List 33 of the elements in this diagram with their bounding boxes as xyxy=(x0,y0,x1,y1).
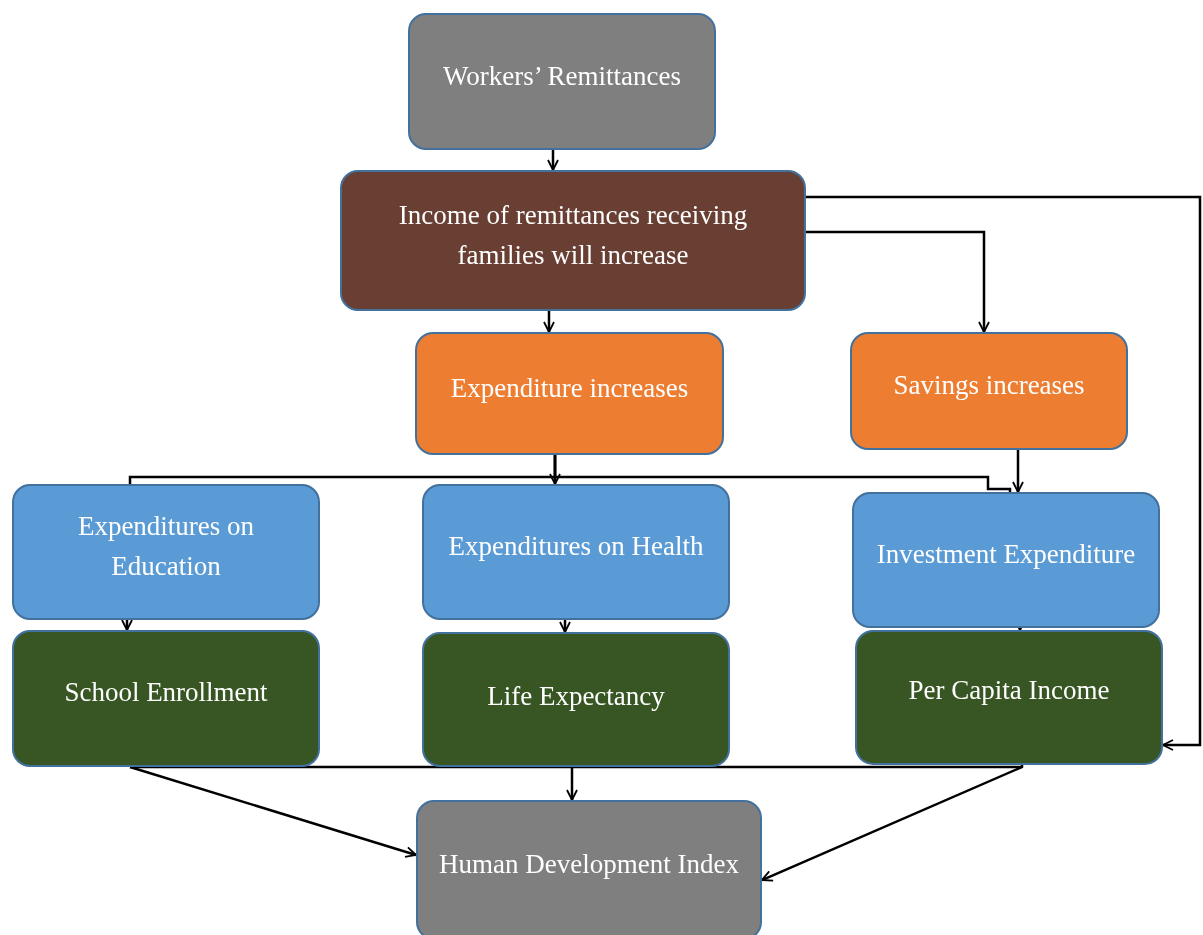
connector-line xyxy=(553,455,1012,493)
process-box xyxy=(12,484,320,620)
box-label: Human Development Index xyxy=(439,848,739,881)
process-box xyxy=(852,492,1160,628)
arrow xyxy=(806,230,990,333)
box-label: Savings increases xyxy=(893,369,1085,402)
process-box xyxy=(340,170,806,311)
box-label: Life Expectancy xyxy=(487,680,665,713)
box-label: Workers’ Remittances xyxy=(443,59,681,93)
process-box xyxy=(415,332,724,455)
arrow xyxy=(1012,450,1024,493)
process-box xyxy=(422,484,730,620)
outcome-box xyxy=(12,630,320,767)
process-box xyxy=(850,332,1128,450)
arrow xyxy=(566,767,578,801)
box-label: Income of remittances receiving families will increase xyxy=(397,198,749,272)
box-label: Per Capita Income xyxy=(908,674,1110,707)
arrow xyxy=(121,619,133,631)
outcome-box xyxy=(422,632,730,767)
arrow xyxy=(543,311,555,333)
box-label: Expenditures on Education xyxy=(76,510,256,583)
box-label: School Enrollment xyxy=(64,676,268,709)
arrow xyxy=(806,195,1202,751)
arrow xyxy=(559,620,571,633)
outcome-box xyxy=(855,630,1163,765)
box-label: Expenditure increases xyxy=(450,371,689,405)
source-box xyxy=(408,13,716,150)
box-label: Investment Expenditure xyxy=(876,538,1136,571)
arrow xyxy=(547,150,559,171)
result-box xyxy=(416,800,762,935)
arrow xyxy=(128,765,417,858)
box-label: Expenditures on Health xyxy=(448,530,704,563)
arrow xyxy=(761,764,1024,882)
